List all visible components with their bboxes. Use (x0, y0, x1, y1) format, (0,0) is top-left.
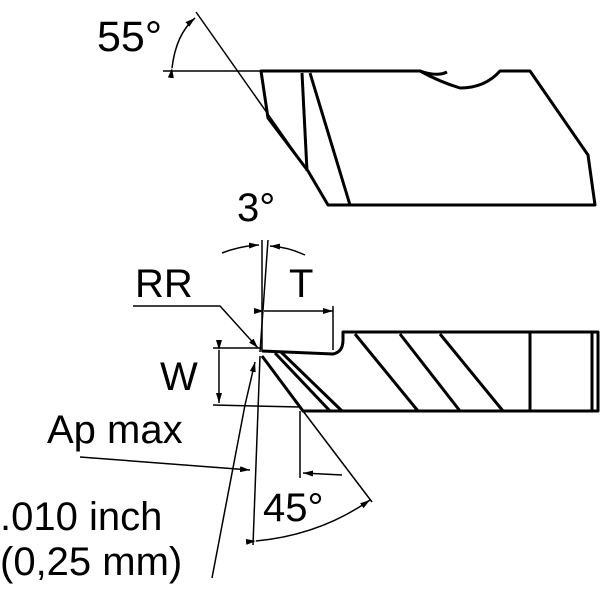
top-angle-label: 55° (97, 13, 163, 61)
chamfer-mm-label: (0,25 mm) (0, 540, 183, 584)
insert-top-view (259, 69, 597, 207)
top-angle-dimension (163, 11, 309, 172)
corner-radius-label: RR (135, 262, 193, 306)
lead-angle-label: 45° (263, 486, 324, 530)
width-label: W (160, 355, 198, 399)
dimension-lines (79, 239, 373, 579)
tab-length-label: T (289, 262, 314, 306)
clearance-angle-label: 3° (237, 186, 276, 230)
chamfer-inch-label: .010 inch (0, 495, 163, 539)
max-depth-label: Ap max (47, 408, 183, 452)
insert-side-view (260, 330, 600, 413)
